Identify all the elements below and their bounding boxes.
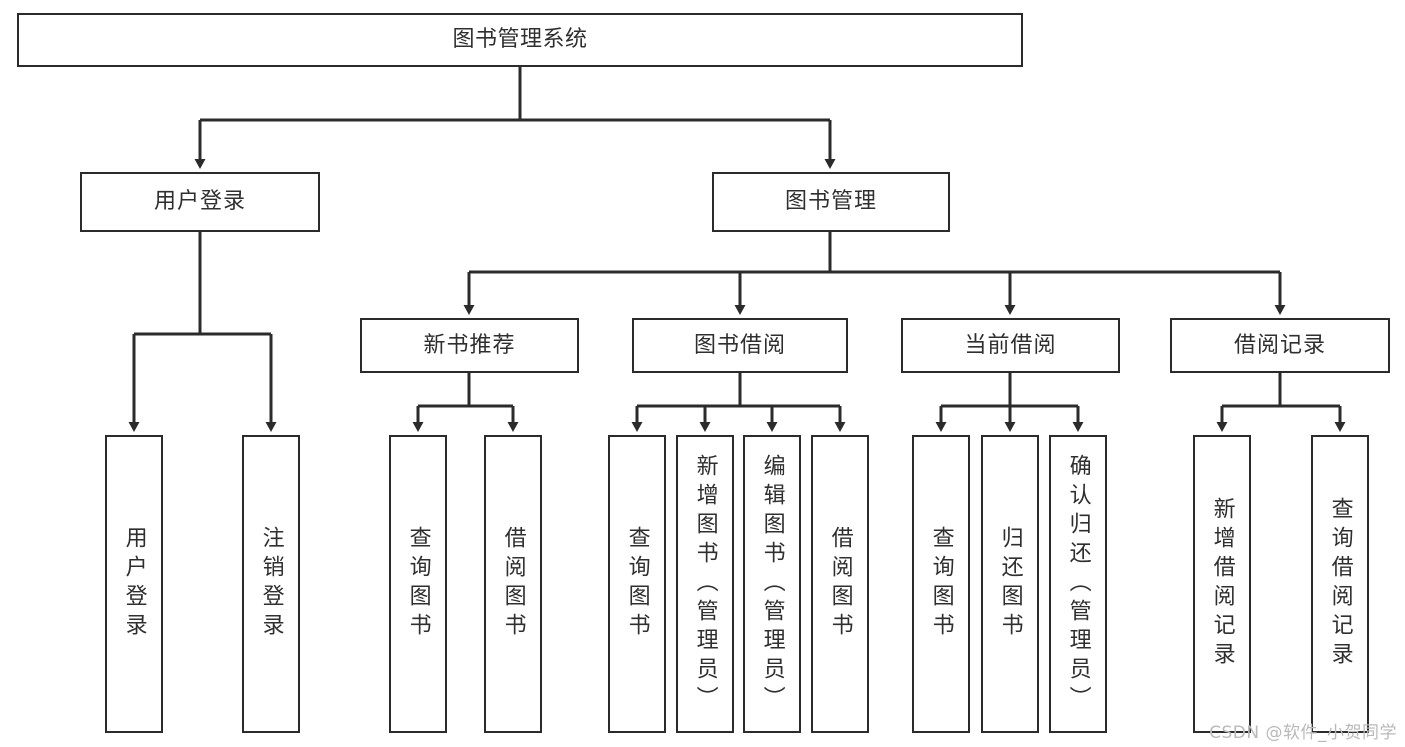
- leaf-query-record-label: 查询借阅记录: [1327, 497, 1353, 671]
- leaf-confirm-return[interactable]: 确认归还（管理员）: [1049, 435, 1107, 733]
- node-borrow-record-label: 借阅记录: [1233, 332, 1326, 358]
- leaf-query-record[interactable]: 查询借阅记录: [1311, 435, 1369, 733]
- leaf-borrow-book-1[interactable]: 借阅图书: [484, 435, 542, 733]
- node-borrow-record[interactable]: 借阅记录: [1170, 318, 1390, 373]
- leaf-add-book[interactable]: 新增图书（管理员）: [676, 435, 734, 733]
- leaf-add-book-label: 新增图书（管理员）: [692, 453, 718, 715]
- node-user-login-label: 用户登录: [153, 189, 246, 215]
- node-current-borrow-label: 当前借阅: [964, 332, 1057, 358]
- node-new-book-rec-label: 新书推荐: [423, 332, 516, 358]
- leaf-user-login[interactable]: 用户登录: [105, 435, 163, 733]
- node-new-book-rec[interactable]: 新书推荐: [360, 318, 579, 373]
- leaf-user-login-label: 用户登录: [121, 526, 147, 642]
- leaf-borrow-book-2-label: 借阅图书: [827, 526, 853, 642]
- leaf-borrow-book-2[interactable]: 借阅图书: [811, 435, 869, 733]
- leaf-query-book-2-label: 查询图书: [624, 526, 650, 642]
- node-book-borrow-label: 图书借阅: [693, 332, 786, 358]
- leaf-logout-label: 注销登录: [258, 526, 284, 642]
- leaf-add-record[interactable]: 新增借阅记录: [1193, 435, 1251, 733]
- node-book-manage[interactable]: 图书管理: [712, 172, 950, 232]
- leaf-edit-book[interactable]: 编辑图书（管理员）: [743, 435, 801, 733]
- leaf-query-book-1-label: 查询图书: [405, 526, 431, 642]
- watermark: CSDN @软件_小贺同学: [1209, 723, 1397, 743]
- leaf-query-book-1[interactable]: 查询图书: [389, 435, 447, 733]
- leaf-query-book-3-label: 查询图书: [928, 526, 954, 642]
- leaf-query-book-3[interactable]: 查询图书: [912, 435, 970, 733]
- leaf-return-book-label: 归还图书: [997, 526, 1023, 642]
- node-root[interactable]: 图书管理系统: [17, 13, 1023, 67]
- leaf-logout[interactable]: 注销登录: [242, 435, 300, 733]
- node-book-manage-label: 图书管理: [784, 189, 877, 215]
- leaf-confirm-return-label: 确认归还（管理员）: [1065, 453, 1091, 715]
- leaf-borrow-book-1-label: 借阅图书: [500, 526, 526, 642]
- node-user-login[interactable]: 用户登录: [80, 172, 320, 232]
- leaf-add-record-label: 新增借阅记录: [1209, 497, 1235, 671]
- node-current-borrow[interactable]: 当前借阅: [901, 318, 1120, 373]
- node-book-borrow[interactable]: 图书借阅: [632, 318, 848, 373]
- leaf-return-book[interactable]: 归还图书: [981, 435, 1039, 733]
- leaf-query-book-2[interactable]: 查询图书: [608, 435, 666, 733]
- node-root-label: 图书管理系统: [452, 27, 588, 53]
- leaf-edit-book-label: 编辑图书（管理员）: [759, 453, 785, 715]
